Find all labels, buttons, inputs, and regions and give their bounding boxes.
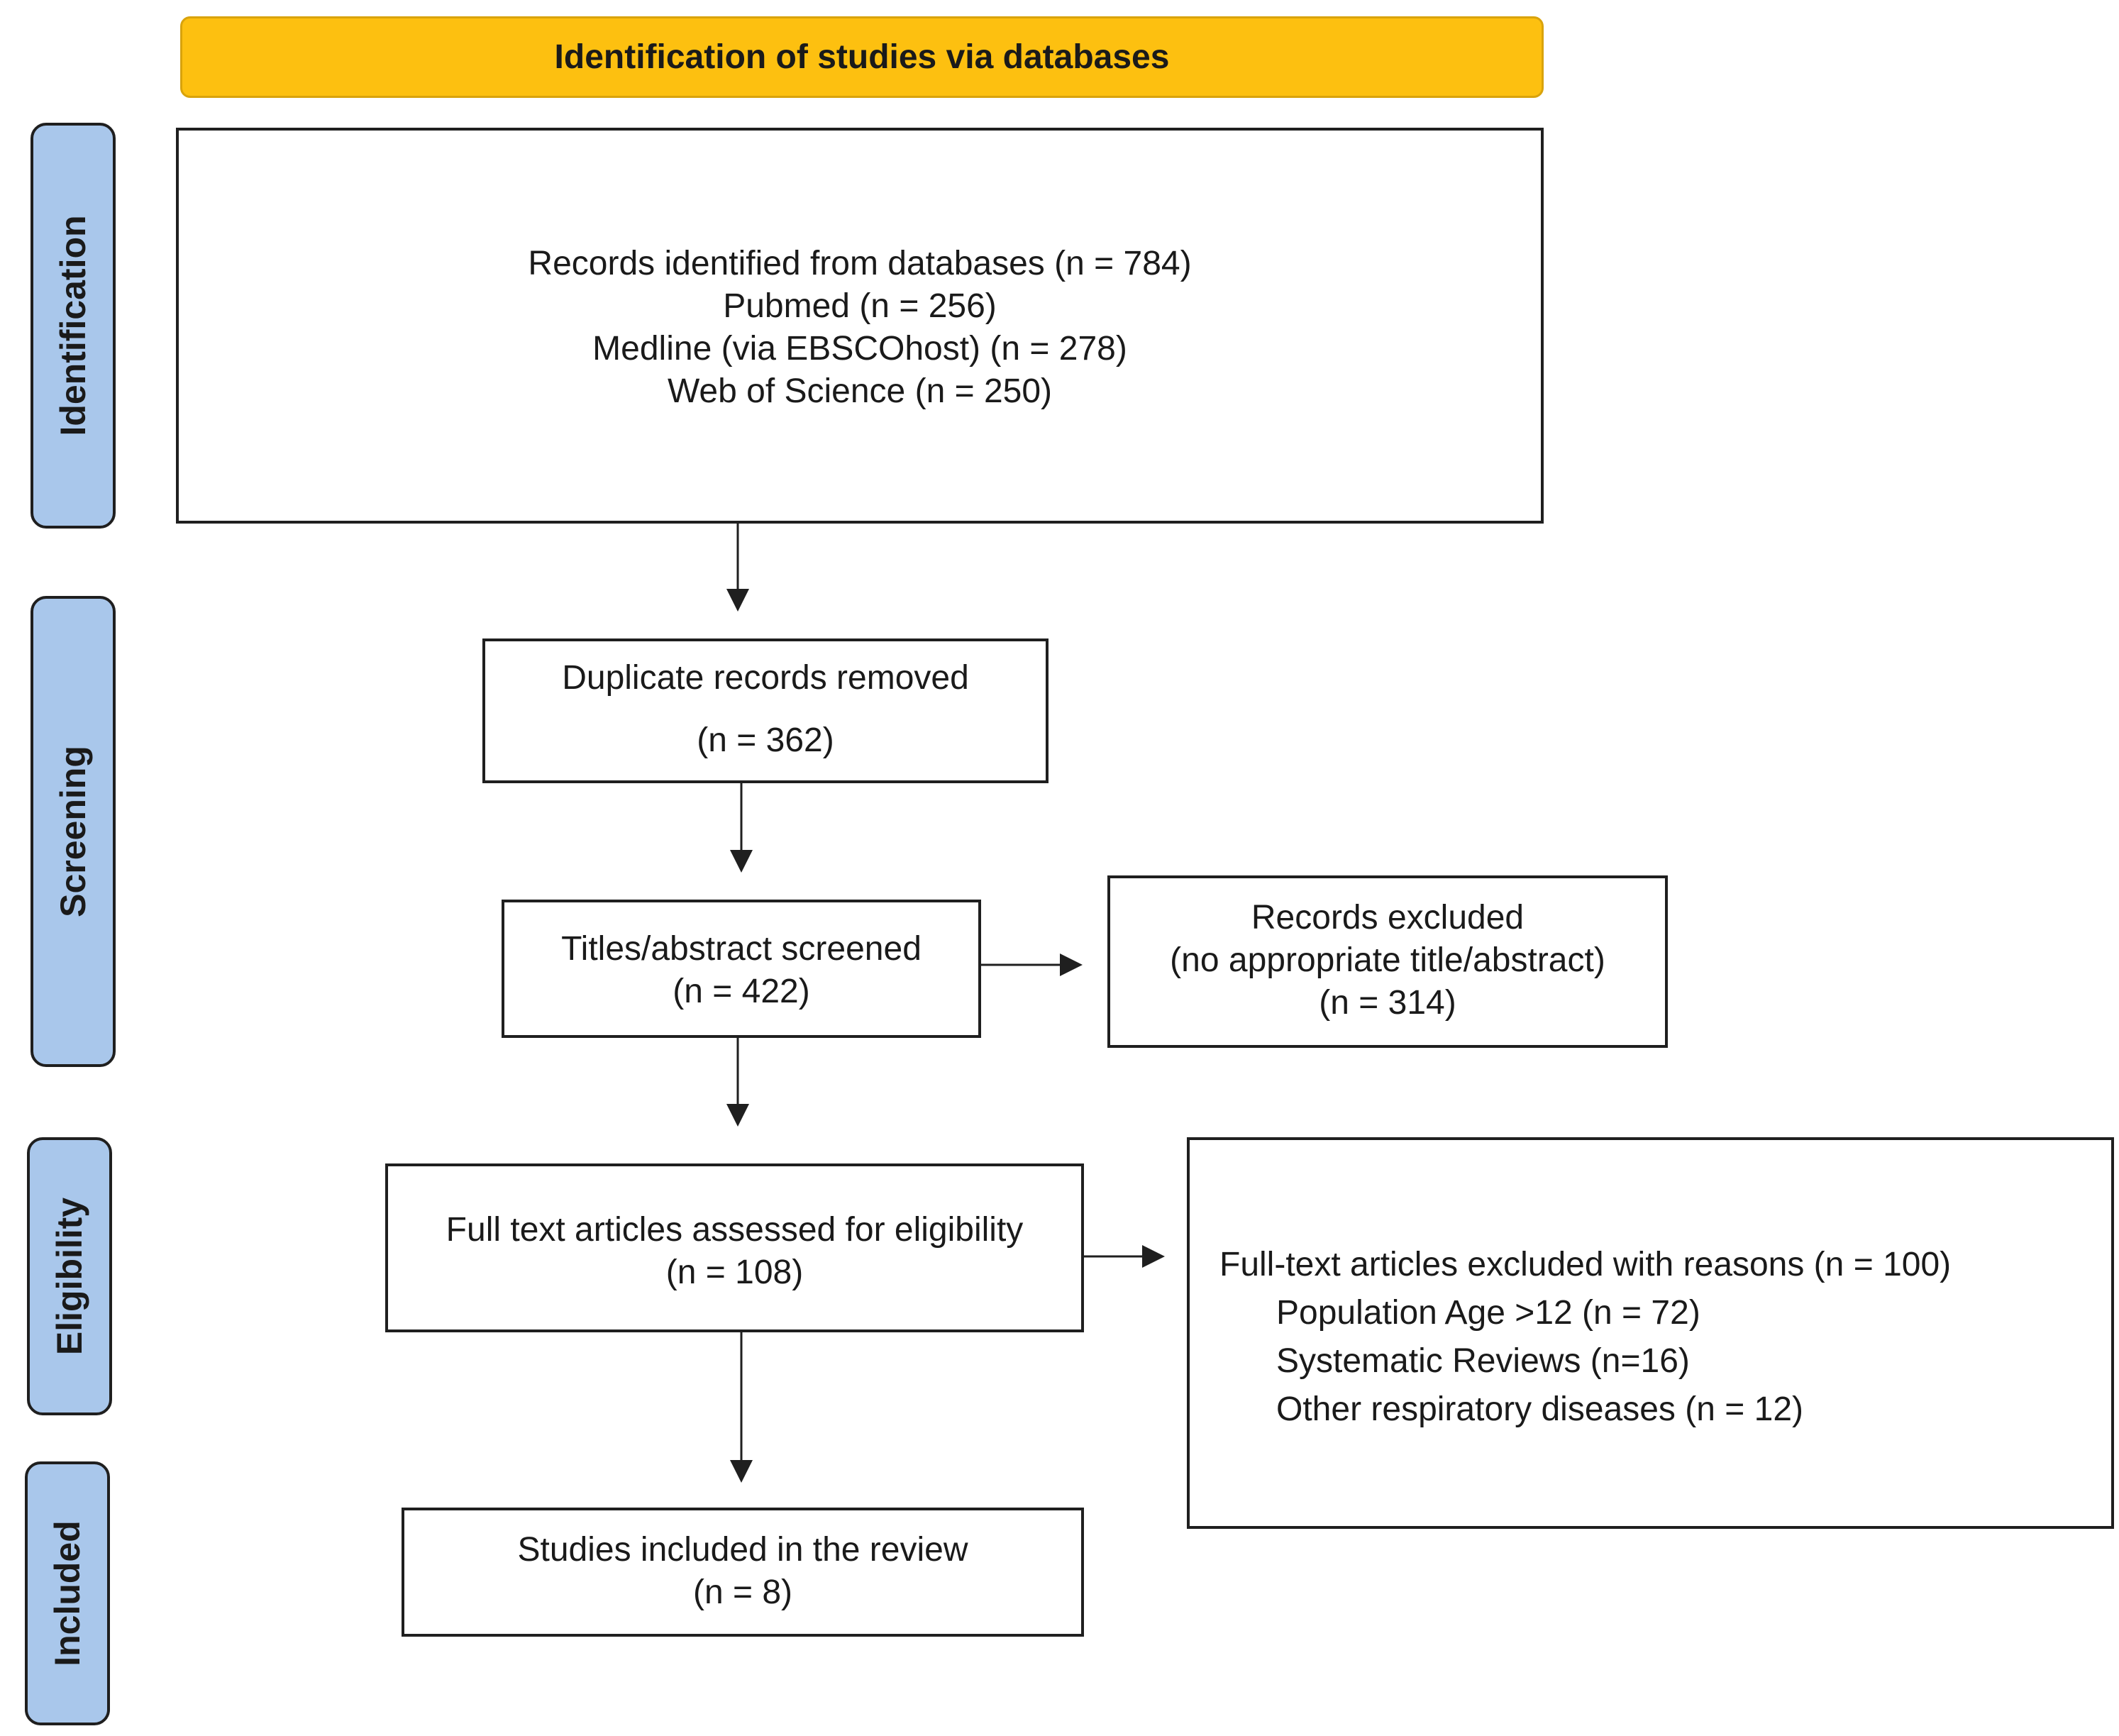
duplicates-removed-title: Duplicate records removed <box>562 659 969 697</box>
exclusion-reason-systematic-reviews: Systematic Reviews (n=16) <box>1276 1342 1690 1380</box>
full-text-assessed-box: Full text articles assessed for eligibil… <box>385 1163 1084 1332</box>
full-text-excluded-box: Full-text articles excluded with reasons… <box>1187 1137 2114 1529</box>
stage-identification: Identification <box>31 123 116 529</box>
arrowhead-screened-to-excluded <box>1060 953 1083 976</box>
arrowhead-screened-to-assessed <box>726 1104 749 1127</box>
duplicates-removed-box: Duplicate records removed (n = 362) <box>482 638 1049 783</box>
arrowhead-duplicates-to-screened <box>730 850 753 873</box>
stage-screening: Screening <box>31 596 116 1067</box>
arrowhead-assessed-to-included <box>730 1460 753 1483</box>
arrowhead-identified-to-duplicates <box>726 589 749 612</box>
records-identified-total: Records identified from databases (n = 7… <box>528 245 1192 282</box>
exclusion-reason-age: Population Age >12 (n = 72) <box>1276 1294 1700 1332</box>
records-excluded-count: (n = 314) <box>1319 984 1456 1022</box>
studies-included-count: (n = 8) <box>692 1574 793 1611</box>
titles-screened-count: (n = 422) <box>673 973 810 1010</box>
stage-eligibility: Eligibility <box>27 1137 112 1415</box>
header-title: Identification of studies via databases <box>554 38 1170 76</box>
full-text-excluded-title: Full-text articles excluded with reasons… <box>1219 1246 1952 1283</box>
records-identified-box: Records identified from databases (n = 7… <box>176 128 1544 524</box>
exclusion-reason-other-diseases: Other respiratory diseases (n = 12) <box>1276 1391 1803 1428</box>
records-medline: Medline (via EBSCOhost) (n = 278) <box>592 330 1127 367</box>
header-banner: Identification of studies via databases <box>180 16 1544 98</box>
records-excluded-box: Records excluded (no appropriate title/a… <box>1107 875 1668 1048</box>
full-text-assessed-count: (n = 108) <box>665 1254 804 1291</box>
studies-included-box: Studies included in the review (n = 8) <box>402 1508 1084 1637</box>
arrowhead-assessed-to-excluded <box>1142 1245 1165 1268</box>
records-pubmed: Pubmed (n = 256) <box>723 287 997 325</box>
studies-included-title: Studies included in the review <box>517 1531 968 1569</box>
stage-included: Included <box>25 1461 110 1725</box>
records-excluded-title: Records excluded <box>1251 899 1525 936</box>
titles-screened-title: Titles/abstract screened <box>561 930 922 968</box>
duplicates-removed-count: (n = 362) <box>697 722 834 759</box>
titles-screened-box: Titles/abstract screened (n = 422) <box>502 900 981 1038</box>
full-text-assessed-title: Full text articles assessed for eligibil… <box>446 1211 1024 1249</box>
records-excluded-reason: (no appropriate title/abstract) <box>1170 941 1605 979</box>
records-web-of-science: Web of Science (n = 250) <box>667 372 1053 410</box>
